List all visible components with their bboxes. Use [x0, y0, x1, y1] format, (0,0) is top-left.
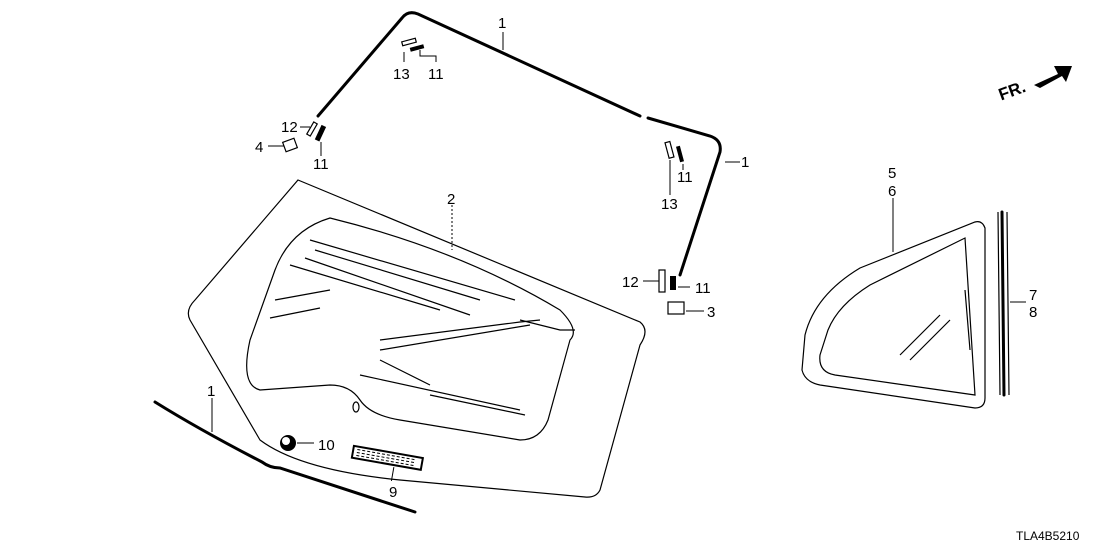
clip-group-right — [643, 140, 740, 315]
callout-3: 3 — [707, 304, 715, 321]
rear-glass — [187, 179, 646, 498]
callout-10: 10 — [318, 437, 335, 454]
callout-1-bottom: 1 — [207, 383, 215, 400]
callout-4: 4 — [255, 139, 263, 156]
callout-1-top: 1 — [498, 15, 506, 32]
callout-9: 9 — [389, 484, 397, 501]
callout-6: 6 — [888, 183, 896, 200]
rear-glass-molding-top — [316, 11, 722, 277]
callout-12-left: 12 — [281, 119, 298, 136]
callout-5: 5 — [888, 165, 896, 182]
arrow-icon — [1034, 66, 1072, 88]
callout-7: 7 — [1029, 287, 1037, 304]
diagram-code: TLA4B5210 — [1016, 529, 1080, 543]
callout-11-lower-right: 11 — [695, 280, 711, 297]
callout-12-right: 12 — [622, 274, 639, 291]
callout-13-top: 13 — [393, 66, 410, 83]
quarter-glass-seal — [997, 210, 1026, 397]
front-direction-indicator: FR. — [996, 66, 1072, 104]
callout-8: 8 — [1029, 304, 1037, 321]
callout-11-top: 11 — [428, 66, 444, 83]
callout-13-right: 13 — [661, 196, 678, 213]
emblem-9 — [350, 444, 425, 481]
clip-group-left — [268, 121, 327, 156]
rear-glass-molding-bottom — [153, 400, 417, 514]
grommet-10 — [280, 435, 314, 451]
clip-group-top — [400, 37, 437, 62]
callout-2: 2 — [447, 191, 455, 208]
callout-1-right: 1 — [741, 154, 749, 171]
quarter-glass — [801, 198, 986, 409]
callout-11-left: 11 — [313, 156, 329, 173]
svg-text:FR.: FR. — [996, 77, 1028, 104]
callout-11-right: 11 — [677, 169, 693, 186]
